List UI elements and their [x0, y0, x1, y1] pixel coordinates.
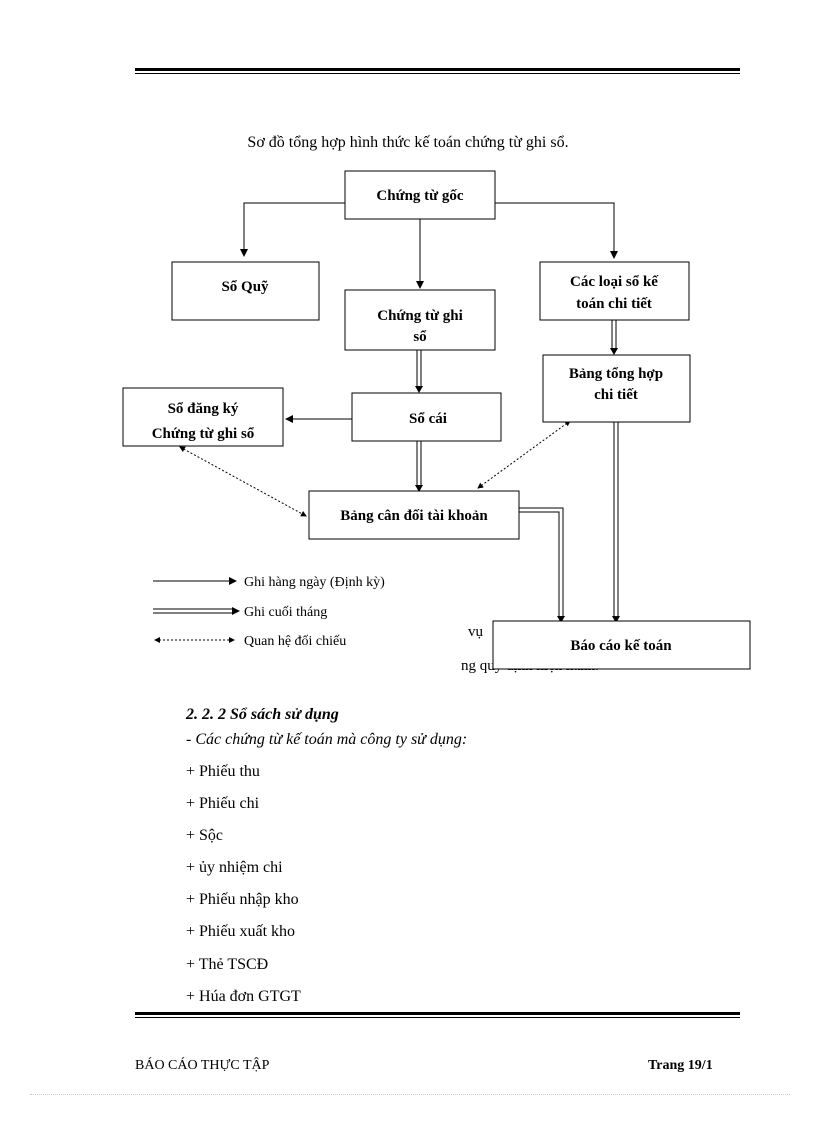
- legend: Ghi hàng ngày (Định kỳ) Ghi cuối tháng Q…: [153, 575, 385, 649]
- box-bao-cao: [492, 620, 751, 670]
- label-so-ke-toan-1: Các loại sổ kế: [570, 274, 659, 290]
- label-so-dang-ky-2: Chứng từ ghi sổ: [152, 426, 255, 442]
- legend-reconcile: Quan hệ đối chiếu: [244, 634, 346, 649]
- box-bang-can-doi: [308, 490, 520, 540]
- list-item: + Thẻ TSCĐ: [186, 956, 269, 973]
- list-item: + Phiếu xuất kho: [186, 923, 296, 940]
- month-end-arrows: [416, 320, 619, 618]
- list-item: + ủy nhiệm chi: [186, 859, 283, 876]
- list-item: + Phiếu nhập kho: [186, 891, 299, 908]
- legend-daily: Ghi hàng ngày (Định kỳ): [244, 575, 385, 590]
- section-heading: 2. 2. 2 Sổ sách sử dụng: [186, 706, 339, 723]
- label-bang-can-doi: Bảng cân đối tài khoản: [340, 508, 488, 524]
- label-so-ke-toan-2: toán chi tiết: [576, 296, 652, 312]
- list-item: + Sộc: [186, 827, 224, 844]
- label-bao-cao: Báo cáo kế toán: [570, 638, 672, 654]
- daily-arrows: [240, 202, 618, 423]
- section-subheading: - Các chứng từ kế toán mà công ty sử dụn…: [186, 731, 468, 748]
- label-chung-tu-ghi-so-2: sổ: [413, 329, 427, 345]
- box-so-dang-ky: [122, 387, 284, 447]
- accounting-flow-diagram: Chứng từ gốc Sổ Quỹ Chứng từ ghi sổ Các …: [122, 170, 751, 670]
- legend-month-end: Ghi cuối tháng: [244, 605, 327, 620]
- list-item: + Phiếu chi: [186, 795, 260, 812]
- label-so-cai: Sổ cái: [409, 411, 447, 427]
- box-so-cai: [351, 392, 502, 442]
- box-chung-tu-goc: [344, 170, 496, 220]
- list-item: + Phiếu thu: [186, 763, 260, 780]
- label-chung-tu-ghi-so-1: Chứng từ ghi: [377, 308, 463, 324]
- box-so-ke-toan-chi-tiet: [539, 261, 690, 321]
- label-bang-tong-hop-2: chi tiết: [594, 387, 638, 403]
- header-rule: [135, 68, 740, 74]
- footer-rule: [135, 1012, 740, 1018]
- list-item: + Húa đơn GTGT: [186, 988, 301, 1005]
- footer-title: BÁO CÁO THỰC TẬP: [135, 1058, 270, 1073]
- label-so-dang-ky-1: Sổ đăng ký: [168, 401, 239, 417]
- page-edge-divider: [30, 1094, 790, 1095]
- box-so-quy: [171, 261, 320, 321]
- label-so-quy: Sổ Quỹ: [221, 279, 269, 295]
- page-number: Trang 19/1: [648, 1058, 713, 1073]
- label-bang-tong-hop-1: Bảng tổng hợp: [569, 366, 663, 382]
- reconcile-arrows: [179, 420, 571, 517]
- diagram-caption: Sơ đồ tổng hợp hình thức kế toán chứng t…: [247, 134, 569, 151]
- text-fragment-vu: vụ: [468, 624, 483, 640]
- label-chung-tu-goc: Chứng từ gốc: [376, 188, 464, 204]
- box-bang-tong-hop: [542, 354, 691, 423]
- box-chung-tu-ghi-so: [344, 289, 496, 351]
